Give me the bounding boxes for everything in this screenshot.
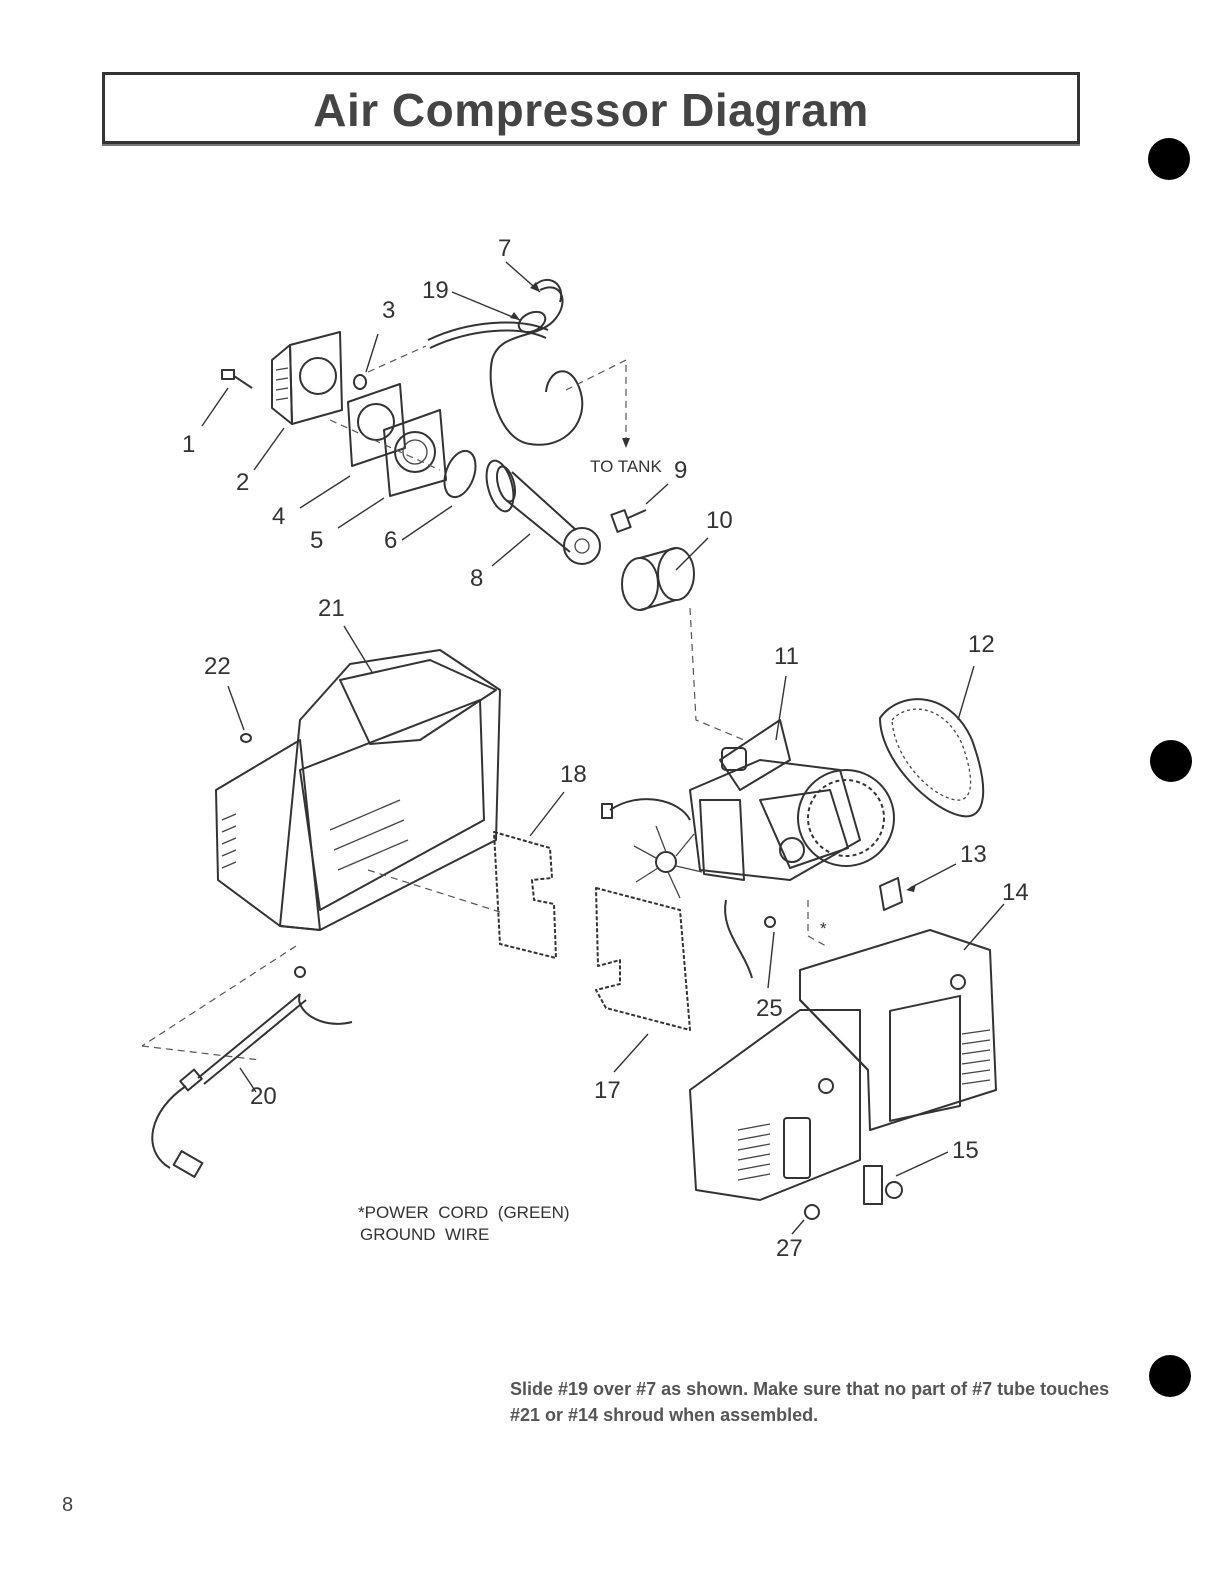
assembly-line [368, 870, 500, 912]
assembly-line [330, 420, 440, 470]
label-part-14: 14 [1002, 879, 1029, 906]
part-5-gasket [338, 410, 446, 528]
part-18-baffle [494, 792, 564, 958]
part-2-cylinder-head [254, 332, 342, 470]
label-part-7: 7 [498, 235, 511, 262]
part-15-switch [864, 1152, 948, 1204]
label-part-13: 13 [960, 841, 987, 868]
part-19-sleeve [452, 292, 548, 336]
label-part-1: 1 [182, 431, 195, 458]
label-part-10: 10 [706, 507, 733, 534]
label-part-9: 9 [674, 457, 687, 484]
part-8-connecting-rod [482, 458, 600, 566]
label-part-8: 8 [470, 565, 483, 592]
part-9-bolt [611, 484, 668, 532]
to-tank-arrow [622, 438, 630, 448]
part-7-outlet-tube [428, 262, 582, 445]
part-1-screw [202, 370, 252, 426]
part-12-belt [880, 666, 983, 816]
motor-fan [634, 826, 702, 898]
assembly-line [690, 608, 744, 740]
label-part-20: 20 [250, 1083, 277, 1110]
label-part-25: 25 [756, 995, 783, 1022]
label-part-19: 19 [422, 277, 449, 304]
label-part-3: 3 [382, 297, 395, 324]
power-cord-note-line1: *POWER CORD (GREEN) [358, 1203, 570, 1222]
power-cord-note-line2: GROUND WIRE [360, 1225, 489, 1244]
to-tank-label: TO TANK [590, 457, 662, 476]
label-part-22: 22 [204, 653, 231, 680]
page-number: 8 [62, 1494, 73, 1517]
part-17-baffle [596, 888, 690, 1072]
asterisk-mark: * [820, 919, 827, 938]
label-part-17: 17 [594, 1077, 621, 1104]
part-3-valve [354, 334, 378, 389]
assembly-line [368, 346, 426, 372]
label-part-15: 15 [952, 1137, 979, 1164]
part-25-screw [765, 900, 826, 988]
part-22-screw [228, 686, 251, 742]
part-11-motor [602, 676, 894, 978]
part-13-capacitor [880, 864, 956, 910]
label-part-6: 6 [384, 527, 397, 554]
label-part-11: 11 [774, 643, 799, 670]
part-6-o-ring [402, 447, 481, 540]
assembly-instruction: Slide #19 over #7 as shown. Make sure th… [510, 1376, 1110, 1428]
label-part-5: 5 [310, 527, 323, 554]
part-10-bearing [622, 538, 708, 610]
assembly-line [142, 946, 296, 1046]
label-part-27: 27 [776, 1235, 803, 1262]
label-part-2: 2 [236, 469, 249, 496]
label-part-12: 12 [968, 631, 995, 658]
part-27-screw [792, 1205, 819, 1234]
label-part-18: 18 [560, 761, 587, 788]
part-21-rear-shroud [216, 626, 500, 930]
label-part-21: 21 [318, 595, 345, 622]
label-part-4: 4 [272, 503, 285, 530]
part-20-power-cord [152, 967, 352, 1177]
